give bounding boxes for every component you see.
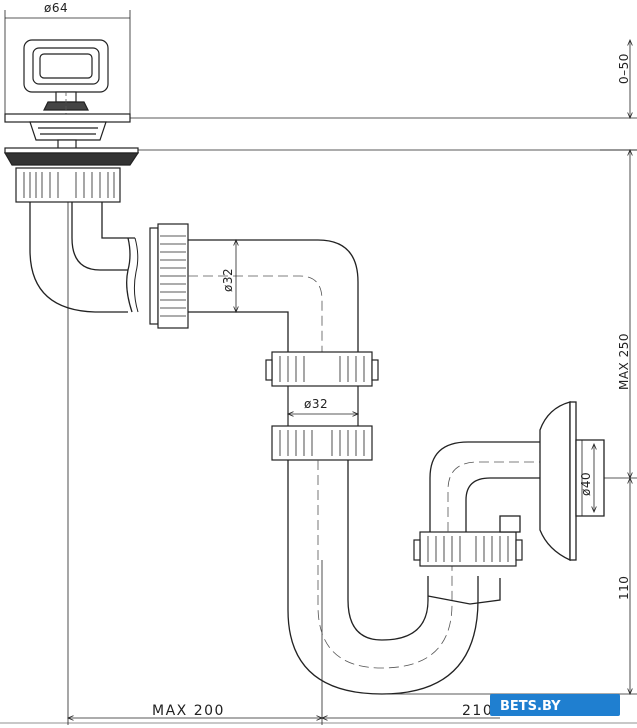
dim-horizontal-outlet: 210: [462, 703, 493, 719]
strainer-flange: [4, 113, 131, 151]
dim-pipe-diameter-lower: ø32: [304, 397, 328, 411]
drain-stopper: [23, 39, 109, 150]
inner-dimension-arrows: [236, 240, 594, 512]
dim-stopper-height: 0–50: [617, 53, 631, 84]
joint-nut-lower: [271, 425, 373, 461]
dim-horizontal-max: MAX 200: [152, 703, 225, 719]
pipe-gap: [287, 386, 359, 426]
trap-nut: [413, 531, 523, 567]
watermark-text: BETS.BY: [500, 699, 561, 714]
upper-elbow-pipe: [29, 202, 139, 313]
outlet-elbow: [429, 441, 540, 533]
joint-nut-upper: [265, 351, 379, 387]
u-trap: [287, 460, 501, 695]
wall-flange: [539, 401, 605, 562]
dim-outlet-diameter: ø40: [579, 472, 593, 496]
watermark-background: [490, 694, 620, 716]
middle-nut: [149, 223, 189, 329]
horizontal-bend-pipe: [188, 239, 359, 352]
top-nut: [15, 167, 121, 203]
dim-total-height: MAX 250: [617, 333, 631, 390]
dim-strainer-diameter: ø64: [44, 1, 68, 15]
sink-washer: [3, 147, 140, 166]
dim-pipe-diameter-upper: ø32: [221, 268, 235, 292]
dim-outlet-height: 110: [617, 576, 631, 600]
watermark-badge: BETS.BY: [490, 694, 620, 716]
